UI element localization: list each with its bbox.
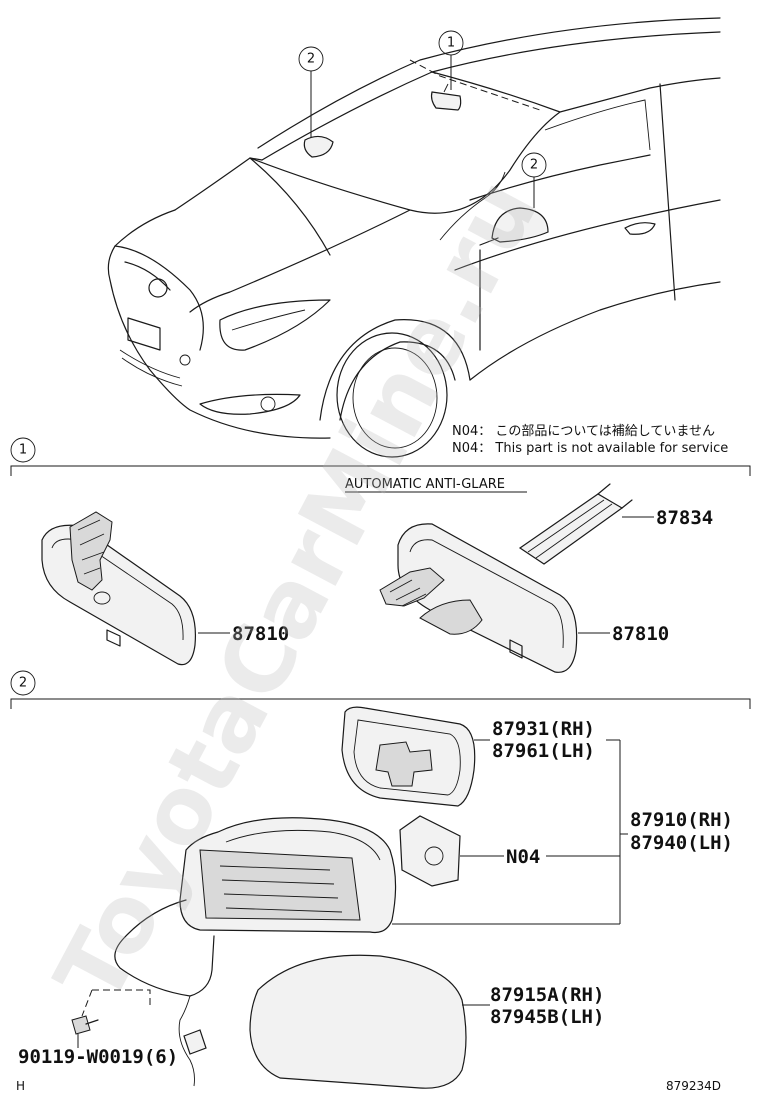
mirror-cover-87915a bbox=[249, 954, 467, 1089]
callout-car-side-mirror: 2 bbox=[521, 152, 547, 208]
callout-car-inner-mirror: 1 bbox=[438, 30, 464, 90]
part-87961: 87961(LH) bbox=[492, 740, 595, 762]
part-87910: 87910(RH) bbox=[630, 809, 733, 831]
callout-car-windshield-mirror: 2 bbox=[298, 46, 324, 138]
footer-left-code: H bbox=[16, 1079, 25, 1093]
mirror-glass-87931 bbox=[341, 706, 476, 807]
svg-text:2: 2 bbox=[530, 158, 538, 173]
inner-mirror-standard bbox=[41, 511, 197, 666]
mirror-actuator-n04 bbox=[399, 815, 461, 887]
footer-diagram-number: 879234D bbox=[666, 1079, 721, 1093]
part-n04: N04 bbox=[506, 846, 540, 868]
part-87810-auto: 87810 bbox=[612, 623, 669, 645]
part-87931: 87931(RH) bbox=[492, 718, 595, 740]
section-2-header: 2 bbox=[10, 670, 751, 709]
part-90119-w0019: 90119-W0019(6) bbox=[18, 1046, 178, 1068]
section-1-header: 1 bbox=[10, 437, 751, 476]
mirror-cover-87834 bbox=[518, 483, 633, 565]
svg-text:2: 2 bbox=[19, 676, 27, 691]
part-87945b: 87945B(LH) bbox=[490, 1006, 604, 1028]
part-87810-standard: 87810 bbox=[232, 623, 289, 645]
section-label-automatic-anti-glare: AUTOMATIC ANTI-GLARE bbox=[345, 477, 505, 492]
note-n04-japanese: N04： この部品については補給していません bbox=[452, 424, 715, 439]
car-overview-illustration bbox=[107, 17, 721, 458]
part-87834: 87834 bbox=[656, 507, 713, 529]
part-87915a: 87915A(RH) bbox=[490, 984, 604, 1006]
inner-mirror-auto-anti-glare bbox=[379, 523, 578, 673]
svg-text:2: 2 bbox=[307, 52, 315, 67]
outer-mirror-assembly bbox=[114, 817, 397, 1087]
svg-text:1: 1 bbox=[19, 443, 27, 458]
bolt-90119-w0019 bbox=[71, 1015, 99, 1035]
part-87940: 87940(LH) bbox=[630, 832, 733, 854]
svg-text:1: 1 bbox=[447, 36, 455, 51]
note-n04-english: N04： This part is not available for serv… bbox=[452, 441, 728, 456]
